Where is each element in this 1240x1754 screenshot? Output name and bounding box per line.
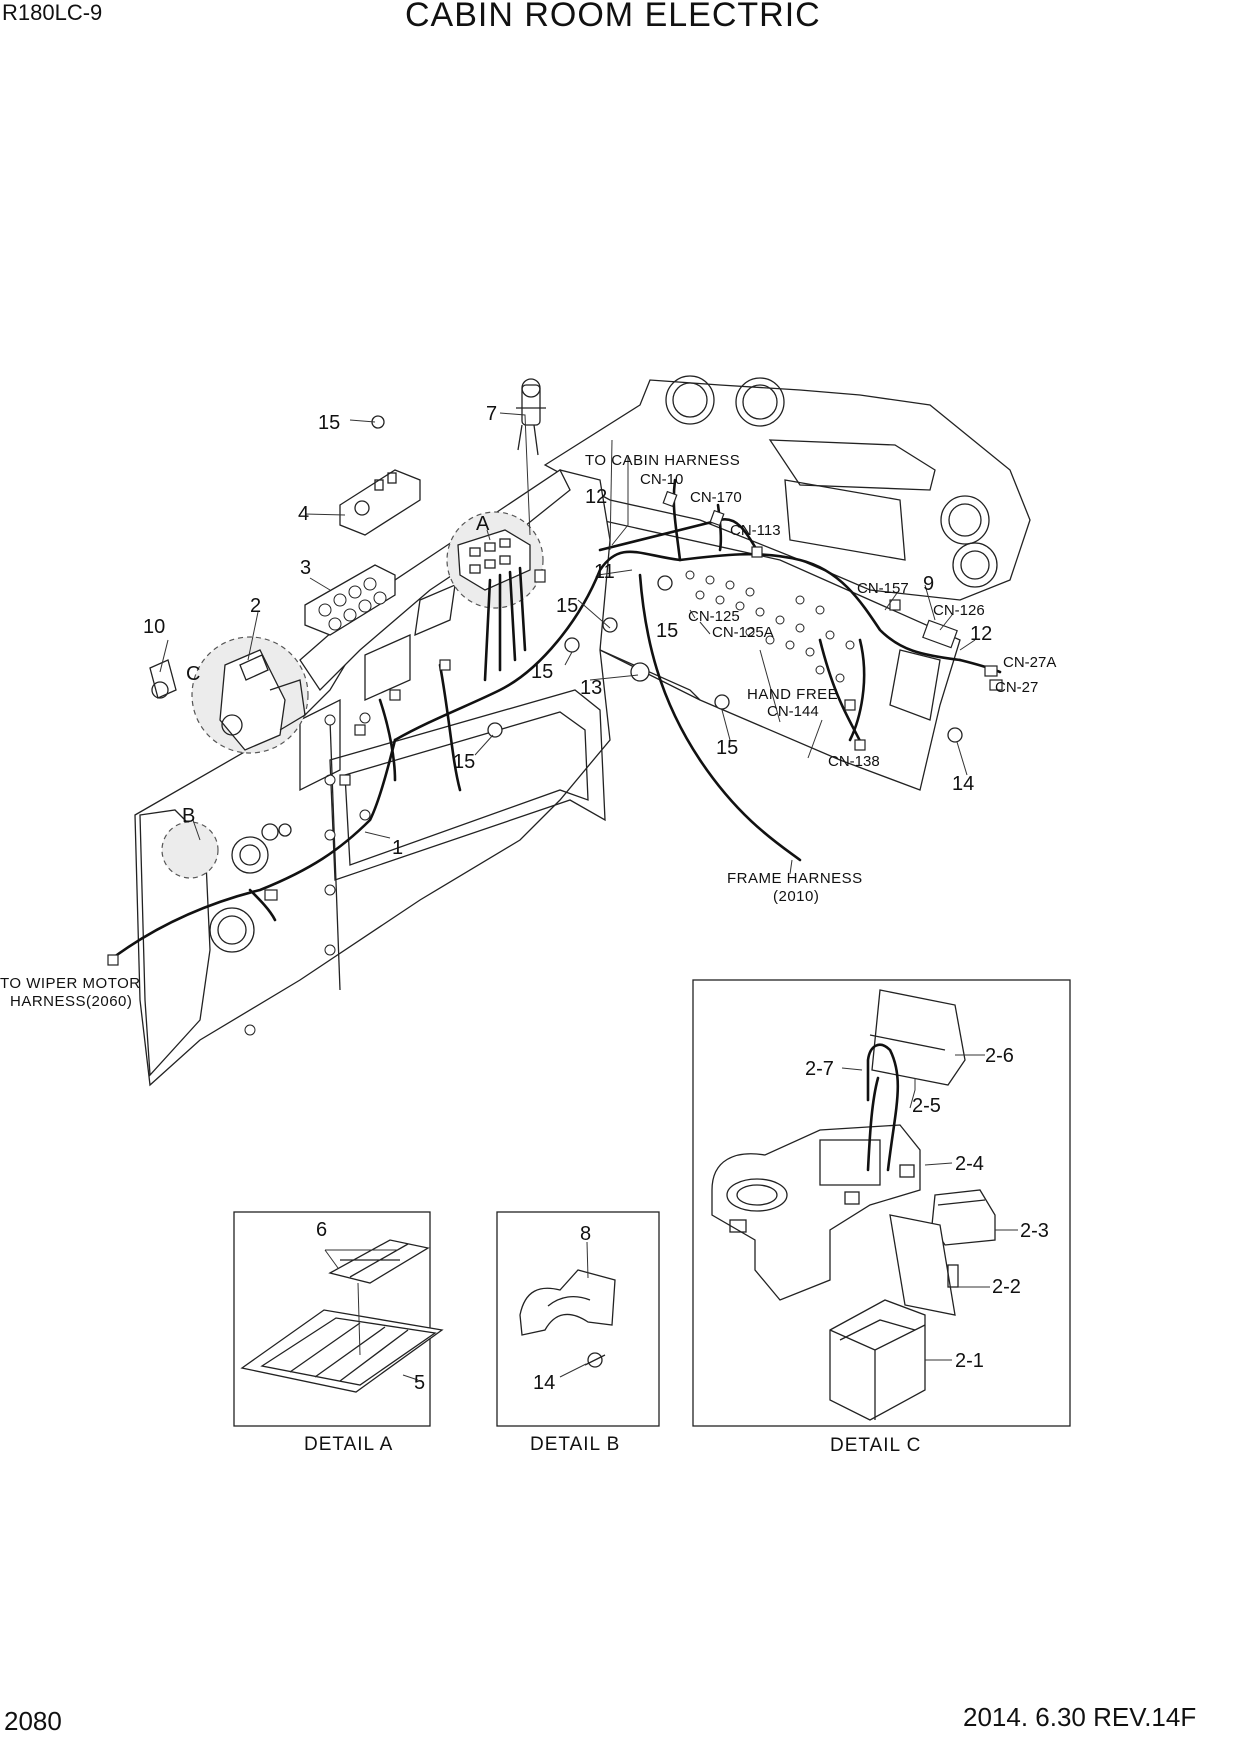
switch-bank — [304, 564, 396, 636]
detail-b-callout-14: 14 — [533, 1372, 555, 1394]
callout-15: 15 — [716, 737, 738, 759]
connector-blocks — [107, 490, 1003, 966]
callout-15: 15 — [556, 595, 578, 617]
connector-cn-27a: CN-27A — [1003, 654, 1056, 671]
connector-cn-126: CN-126 — [933, 602, 985, 619]
detail-c-callout-2-4: 2-4 — [955, 1153, 984, 1175]
callout-9: 9 — [923, 573, 934, 595]
callout-13: 13 — [580, 677, 602, 699]
note-to-cabin-harness: TO CABIN HARNESS — [585, 452, 740, 469]
connector-cn-113: CN-113 — [730, 522, 781, 539]
note-frame-harness: FRAME HARNESS — [727, 870, 863, 887]
connector-cn-144: CN-144 — [767, 703, 819, 720]
connector-cn-10: CN-10 — [640, 471, 683, 488]
page-number: 2080 — [4, 1706, 62, 1736]
detail-b-region — [161, 821, 219, 879]
detail-b-box — [496, 1211, 660, 1427]
detail-c-callout-2-7: 2-7 — [805, 1058, 834, 1080]
detail-c-callout-2-3: 2-3 — [1020, 1220, 1049, 1242]
bolts — [371, 415, 963, 743]
note-wiper-harness-ref: HARNESS(2060) — [10, 993, 132, 1010]
detail-a-box — [233, 1211, 444, 1427]
detail-a-caption: DETAIL A — [304, 1434, 393, 1455]
control-unit — [339, 469, 421, 536]
callout-10: 10 — [143, 616, 165, 638]
leader-lines — [159, 412, 976, 875]
note-to-wiper-motor: TO WIPER MOTOR — [0, 975, 141, 992]
callout-15: 15 — [318, 412, 340, 434]
callout-12: 12 — [970, 623, 992, 645]
note-frame-harness-ref: (2010) — [773, 888, 819, 905]
connector-cn-125: CN-125 — [688, 608, 740, 625]
callout-14: 14 — [952, 773, 974, 795]
detail-b-callout-8: 8 — [580, 1223, 591, 1245]
connector-cn-27: CN-27 — [995, 679, 1038, 696]
callout-4: 4 — [298, 503, 309, 525]
detail-c-box — [692, 979, 1071, 1427]
detail-b-caption: DETAIL B — [530, 1434, 620, 1455]
detail-a-callout-5: 5 — [414, 1372, 425, 1394]
callout-3: 3 — [300, 557, 311, 579]
detail-c-callout-2-6: 2-6 — [985, 1045, 1014, 1067]
connector-cn-138: CN-138 — [828, 753, 880, 770]
detail-c-callout-2-5: 2-5 — [912, 1095, 941, 1117]
page-title: CABIN ROOM ELECTRIC — [405, 0, 821, 34]
fuse-box-assembly — [219, 649, 306, 751]
callout-1: 1 — [392, 837, 403, 859]
callout-12: 12 — [585, 486, 607, 508]
callout-15: 15 — [453, 751, 475, 773]
detail-c-callout-2-1: 2-1 — [955, 1350, 984, 1372]
detail-label-a: A — [476, 513, 490, 535]
connector-cn-125a: CN-125A — [712, 624, 774, 641]
note-hand-free: HAND FREE — [747, 686, 838, 703]
detail-a-callout-6: 6 — [316, 1219, 327, 1241]
detail-c-callout-2-2: 2-2 — [992, 1276, 1021, 1298]
detail-c-caption: DETAIL C — [830, 1435, 921, 1456]
switch-panel-detail-a — [457, 529, 531, 591]
callout-7: 7 — [486, 403, 497, 425]
detail-label-b: B — [182, 805, 195, 827]
cigar-lighter — [516, 378, 546, 456]
floor-holes — [685, 570, 855, 683]
connector-cn-170: CN-170 — [690, 489, 742, 506]
callout-15: 15 — [531, 661, 553, 683]
panel-holes — [244, 712, 371, 1036]
detail-label-c: C — [186, 663, 200, 685]
model-number: R180LC-9 — [2, 0, 103, 25]
harness-wires — [108, 478, 1002, 962]
revision-date: 2014. 6.30 REV.14F — [963, 1702, 1197, 1732]
connector-cn-157: CN-157 — [857, 580, 909, 597]
beacon-connector — [149, 659, 177, 699]
callout-15: 15 — [656, 620, 678, 642]
callout-11: 11 — [594, 561, 615, 583]
callout-2: 2 — [250, 595, 261, 617]
